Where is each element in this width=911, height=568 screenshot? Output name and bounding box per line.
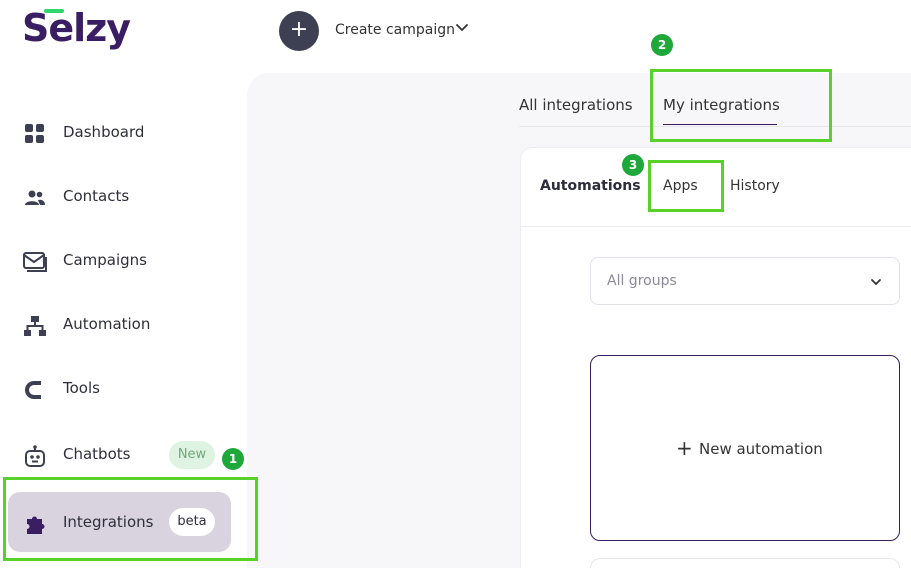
sidebar-item-label: Dashboard: [63, 123, 145, 141]
sidebar-item-label: Tools: [63, 379, 100, 397]
beta-badge: beta: [169, 508, 215, 536]
selzy-logo[interactable]: Selzy: [22, 6, 131, 50]
robot-icon: [25, 445, 45, 467]
highlight-box-my-integrations: [650, 69, 832, 142]
create-campaign-label[interactable]: Create campaign: [335, 22, 455, 38]
hierarchy-icon: [24, 316, 46, 336]
sidebar-item-automation[interactable]: Automation: [0, 296, 245, 352]
tabs-divider: [519, 126, 911, 127]
new-badge: New: [169, 441, 215, 469]
sidebar-item-label: Contacts: [63, 187, 130, 205]
logo-accent-bar: [44, 9, 64, 13]
groups-select-value: All groups: [607, 273, 677, 289]
sidebar-item-label: Chatbots: [63, 445, 131, 463]
grid-icon: [25, 124, 44, 143]
chevron-down-icon: [871, 279, 881, 286]
magnet-icon: [25, 381, 41, 399]
groups-select[interactable]: All groups: [590, 257, 900, 305]
sidebar-item-label: Campaigns: [63, 251, 148, 269]
new-automation-label: New automation: [699, 440, 823, 458]
sidebar-item-dashboard[interactable]: Dashboard: [0, 104, 245, 160]
users-icon: [25, 190, 45, 205]
sidebar-item-tools[interactable]: Tools: [0, 360, 245, 416]
tab-all-integrations[interactable]: All integrations: [519, 96, 633, 114]
sidebar-item-contacts[interactable]: Contacts: [0, 168, 245, 224]
automation-card-partial: [590, 558, 900, 568]
sidebar-item-label: Integrations: [63, 513, 154, 531]
tab-my-integrations[interactable]: My integrations: [663, 96, 780, 114]
subtab-automations[interactable]: Automations: [540, 178, 641, 194]
active-tab-underline: [663, 124, 777, 125]
plus-icon: +: [676, 436, 693, 460]
step-badge-3: 3: [622, 154, 644, 176]
highlight-box-integrations: [3, 477, 258, 561]
subtabs-divider: [520, 226, 911, 227]
mail-icon: [23, 252, 47, 272]
puzzle-icon: [27, 516, 45, 534]
sidebar-item-integrations[interactable]: Integrations: [0, 494, 245, 550]
step-badge-1: 1: [222, 448, 244, 470]
chevron-down-icon[interactable]: [455, 20, 469, 34]
sidebar-item-label: Automation: [63, 315, 151, 333]
sidebar-item-campaigns[interactable]: Campaigns: [0, 232, 245, 288]
sidebar-item-chatbots[interactable]: Chatbots: [0, 426, 245, 482]
subtab-apps[interactable]: Apps: [663, 178, 698, 194]
plus-icon: +: [289, 17, 309, 42]
step-badge-2: 2: [651, 34, 673, 56]
subtab-history[interactable]: History: [730, 178, 780, 194]
highlight-box-apps: [648, 160, 724, 212]
create-campaign-button[interactable]: +: [279, 11, 319, 51]
new-automation-button[interactable]: + New automation: [590, 355, 900, 541]
